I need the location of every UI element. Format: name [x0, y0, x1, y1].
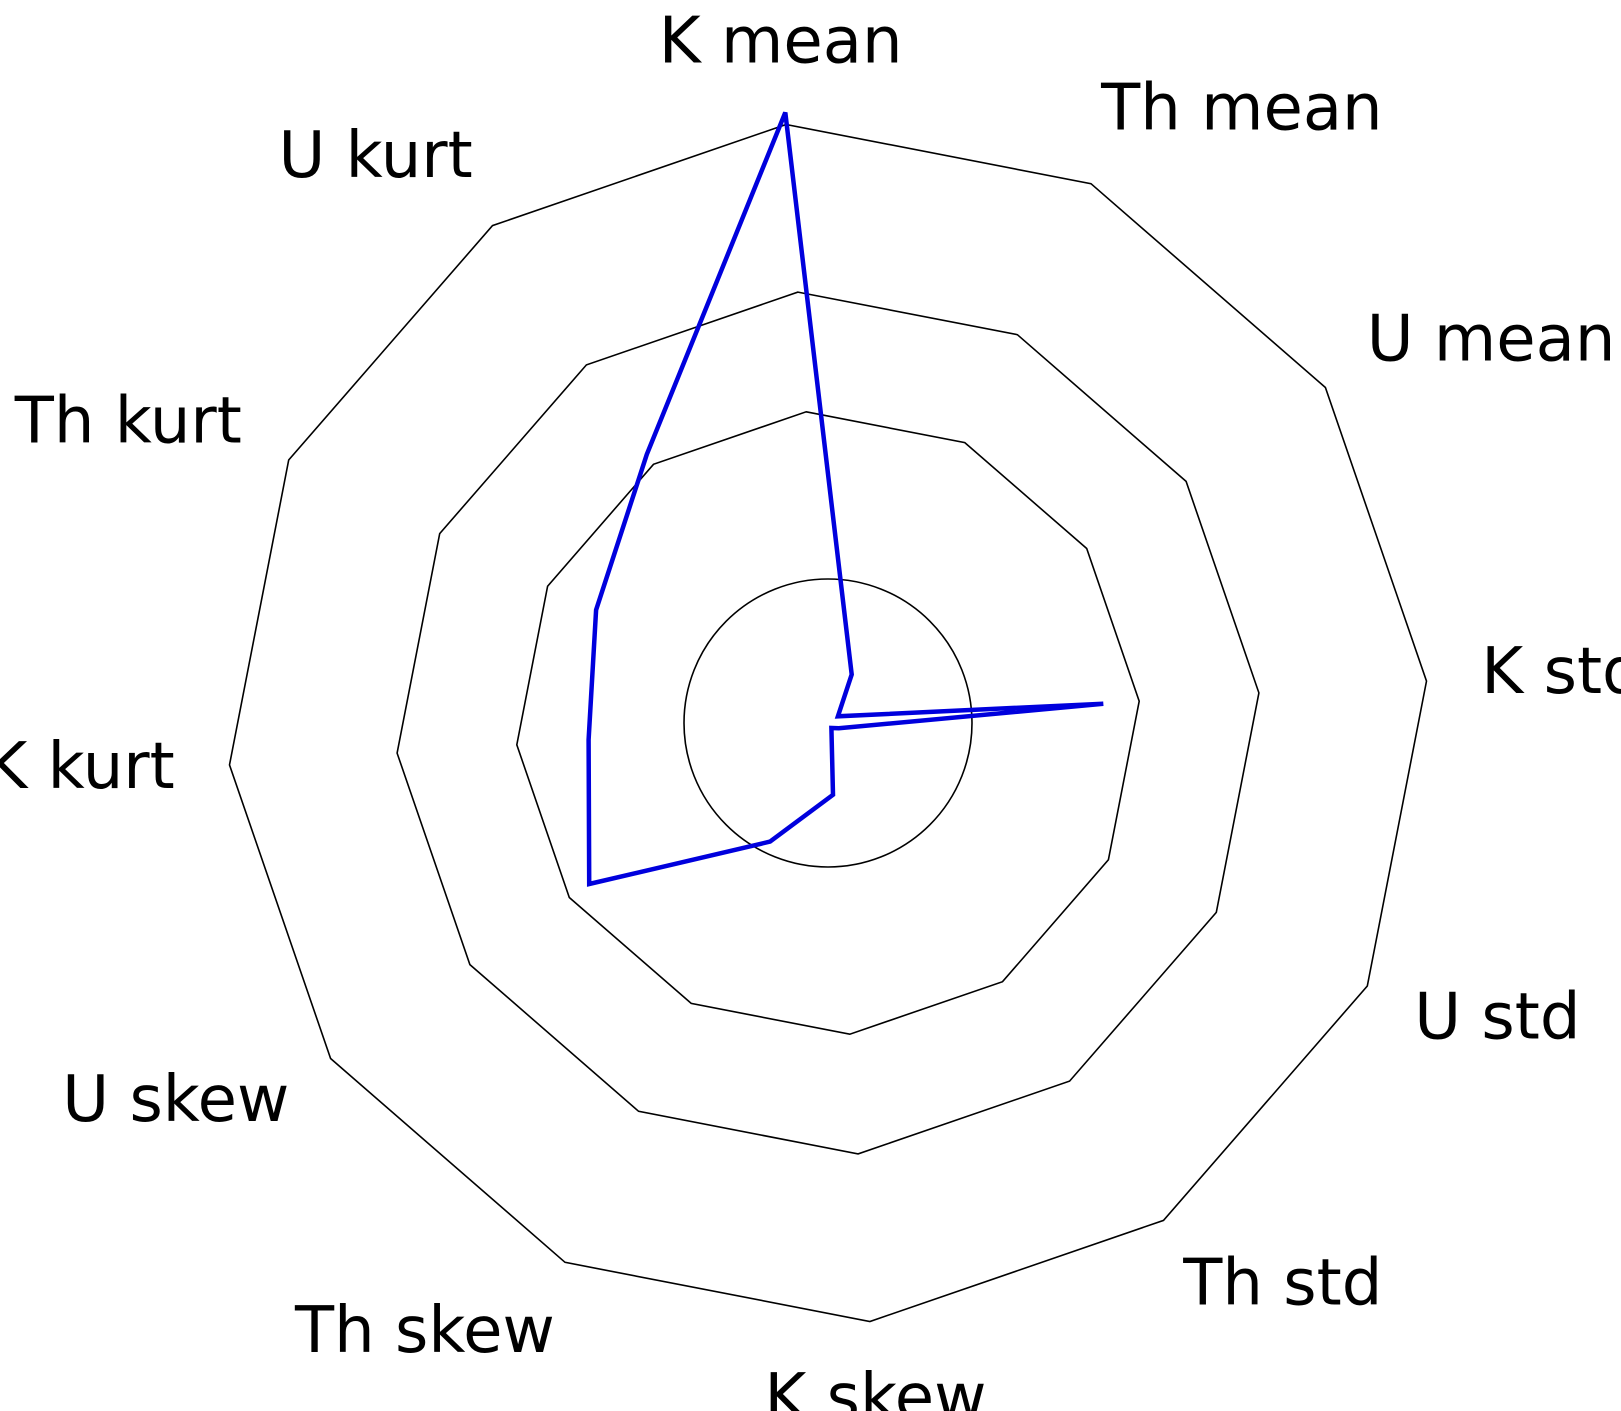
axis-label-k-kurt: K kurt [0, 730, 175, 804]
axis-label-u-mean: U mean [1367, 302, 1616, 376]
axis-labels: K mean Th mean U mean K std U std Th std K ske… [0, 4, 1621, 1411]
axis-label-th-std: Th std [1182, 1246, 1382, 1320]
axis-label-k-std: K std [1481, 635, 1621, 709]
axis-label-u-kurt: U kurt [278, 119, 472, 193]
grid-ring-3 [396, 291, 1260, 1155]
grid-ring-4 [228, 123, 1428, 1323]
axis-label-u-std: U std [1414, 981, 1580, 1055]
axis-label-th-kurt: Th kurt [14, 384, 242, 458]
axis-label-th-skew: Th skew [294, 1294, 555, 1368]
series-layer [586, 111, 1104, 887]
axis-label-k-skew: K skew [764, 1361, 986, 1411]
axis-label-u-skew: U skew [62, 1063, 289, 1137]
grid-ring-2 [515, 410, 1141, 1036]
axis-label-th-mean: Th mean [1100, 71, 1383, 145]
grid-rings [228, 123, 1428, 1323]
axis-label-k-mean: K mean [659, 4, 903, 78]
series-line-1 [586, 111, 1104, 887]
grid-ring-1 [683, 578, 973, 868]
